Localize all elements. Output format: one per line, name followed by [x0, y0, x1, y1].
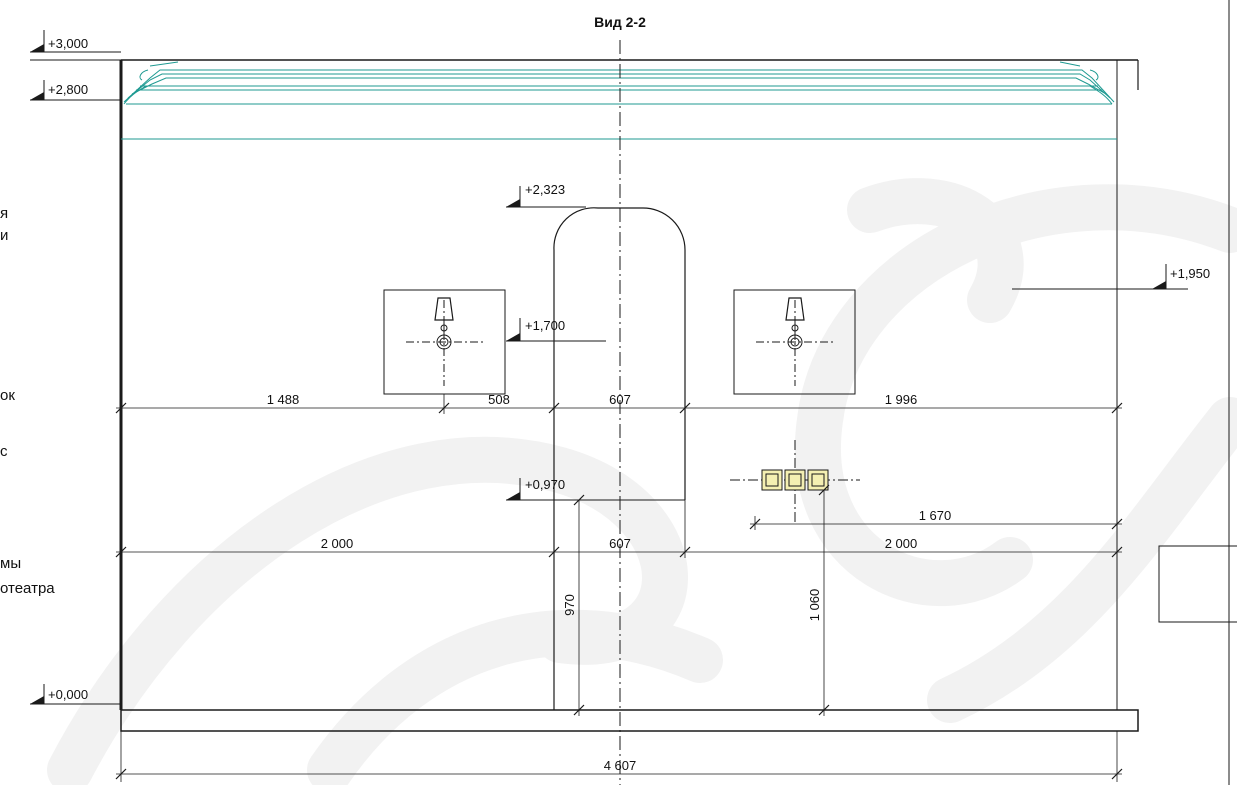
left-note-1: я	[0, 205, 8, 222]
right-sconce-panel	[733, 289, 856, 395]
dim-970: 970	[562, 594, 577, 616]
dim-508: 508	[488, 392, 510, 407]
left-note-2: и	[0, 227, 8, 244]
dim-4607: 4 607	[604, 758, 637, 773]
left-note-3: ок	[0, 387, 15, 404]
dim-2000-right: 2 000	[885, 536, 918, 551]
dim-607-upper: 607	[609, 392, 631, 407]
level-mark-3000: +3,000	[48, 36, 88, 51]
dim-1488: 1 488	[267, 392, 300, 407]
level-mark-1950: +1,950	[1170, 266, 1210, 281]
watermark-ornament	[47, 178, 1237, 785]
level-mark-2323: +2,323	[525, 182, 565, 197]
arched-niche	[553, 207, 686, 710]
dim-607-lower: 607	[609, 536, 631, 551]
wall-outline	[119, 59, 1139, 732]
level-mark-0000: +0,000	[48, 687, 88, 702]
right-sconce-lamp-icon	[785, 297, 805, 321]
dim-1060: 1 060	[807, 589, 822, 622]
level-mark-2800: +2,800	[48, 82, 88, 97]
triple-socket-icon	[730, 440, 860, 525]
level-mark-1700: +1,700	[525, 318, 565, 333]
left-note-6: отеатра	[0, 580, 55, 597]
level-triangles	[30, 44, 1166, 704]
cornice	[121, 61, 1117, 140]
left-note-4: с	[0, 443, 8, 460]
left-sconce-panel	[383, 289, 506, 395]
dim-1670: 1 670	[919, 508, 952, 523]
left-sconce-lamp-icon	[434, 297, 454, 321]
right-edge-frame	[1158, 0, 1237, 785]
dim-1996: 1 996	[885, 392, 918, 407]
dim-2000-left: 2 000	[321, 536, 354, 551]
view-title: Вид 2-2	[594, 14, 646, 30]
left-note-5: мы	[0, 555, 21, 572]
dimension-lines	[115, 394, 1123, 782]
level-mark-0970: +0,970	[525, 477, 565, 492]
